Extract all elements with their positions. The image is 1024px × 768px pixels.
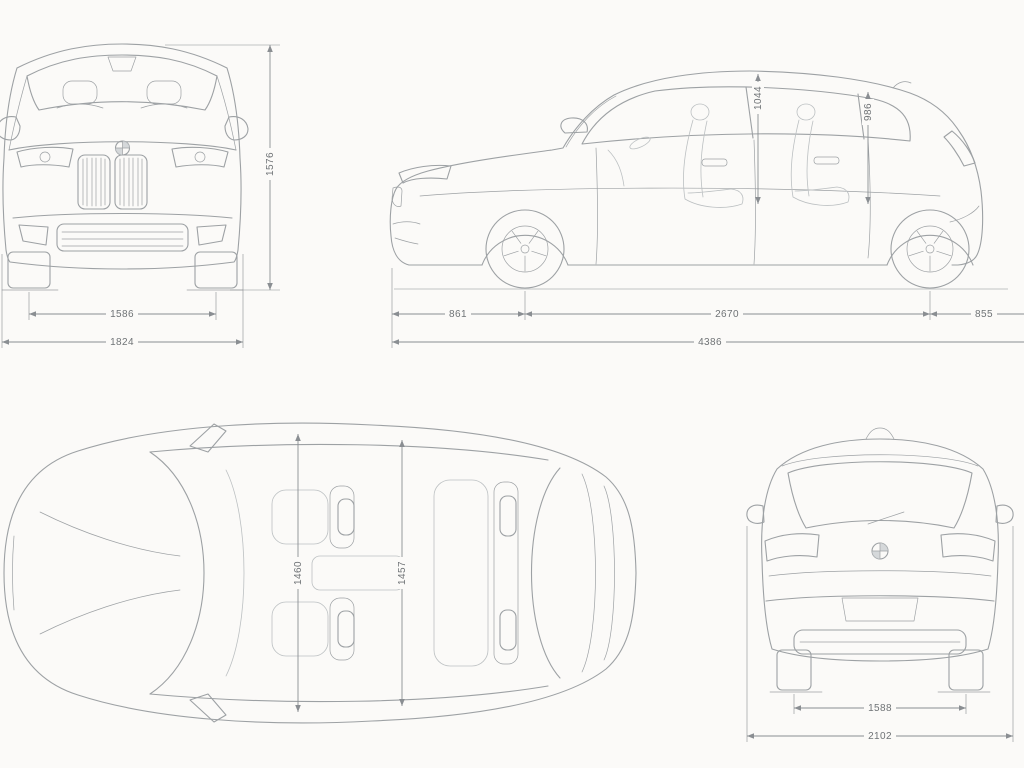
top-view-dimensions: 1460 1457 [292,434,408,712]
front-view-drawing [0,43,249,291]
top-mirror-left [189,423,227,453]
dim-front-interior-width-label: 1460 [292,557,304,589]
kidney-grille-left [77,154,111,210]
c-pillar [857,93,865,140]
corner-intake-right [196,224,227,246]
side-body-outline [389,70,984,266]
greenhouse-edges [149,443,549,703]
windshield-arc [149,451,205,695]
dim-length-label: 4386 [694,336,726,348]
rear-window [787,461,973,529]
front-wheel-right [194,251,238,289]
dim-front-height-label: 1576 [264,148,276,180]
front-wheel-left [7,251,51,289]
rear-window-arc [530,467,561,679]
front-wheel [485,209,565,289]
door-handle-rear [813,156,840,165]
b-pillar [745,86,754,139]
svg-text:2102: 2102 [868,731,892,742]
tailgate-lines [581,473,615,673]
bmw-roundel-icon [114,140,131,156]
lower-bumper [793,629,967,655]
door-handle-front [701,158,728,167]
top-body-outline [3,422,637,724]
grille-slats [82,157,143,207]
svg-text:1576: 1576 [265,152,276,176]
roof-antenna-fin [865,427,895,440]
dim-front-overhang-label: 861 [445,308,471,320]
front-view-dimensions: 1576 1586 1824 [1,44,280,348]
rear-mirror-left [746,504,765,524]
svg-text:861: 861 [449,309,467,320]
svg-text:1044: 1044 [753,86,764,110]
front-body-outline [2,43,242,270]
side-glass [581,86,911,145]
svg-text:986: 986 [863,103,874,121]
wheel-arches [481,234,974,266]
rear-wheel-left [776,649,812,691]
svg-text:855: 855 [975,309,993,320]
dashboard-arc [225,469,245,677]
rear-mirror-right [995,504,1014,524]
dim-rear-interior-width-label: 1457 [396,557,408,589]
rearview-mirror [107,56,137,72]
side-headlight [398,164,452,184]
dim-rear-headroom-label: 986 [862,99,874,125]
svg-text:1586: 1586 [110,309,134,320]
door-lines [595,138,871,265]
side-mirror-right [224,116,249,141]
rear-wheel [890,209,970,289]
plate-recess [841,597,919,622]
svg-text:1588: 1588 [868,703,892,714]
rear-view-dimensions: 1588 2102 [746,526,1014,742]
dim-front-headroom-label: 1044 [752,82,764,114]
front-headrest-right [146,80,182,105]
svg-text:4386: 4386 [698,337,722,348]
rear-wheel-right [948,649,984,691]
side-mirror-left [0,116,21,141]
top-mirror-right [189,693,227,723]
svg-text:2670: 2670 [715,309,739,320]
svg-text:1460: 1460 [293,561,304,585]
headlight-right [171,146,229,168]
svg-text:1457: 1457 [397,561,408,585]
dim-rear-width-label: 2102 [864,730,896,742]
door-mirror [560,117,588,134]
front-headrest-left [62,80,98,105]
rear-body-outline [761,438,999,662]
dim-rear-overhang-label: 855 [971,308,997,320]
bumper-line [12,212,233,219]
rear-view-drawing [746,427,1014,693]
top-view-drawing [3,422,637,724]
taillight-left [764,533,820,562]
tailgate-line [768,570,992,577]
side-view-dimensions: 1044 986 861 2670 855 4386 [391,74,1024,348]
lower-intake [56,223,189,252]
dim-front-width-label: 1824 [106,336,138,348]
dim-rear-track-label: 1588 [864,702,896,714]
bumper-top-line [765,595,995,602]
interior-seats-sketch [607,103,850,208]
side-view-drawing [389,70,1008,290]
top-seats [271,479,519,667]
dim-front-track-label: 1586 [106,308,138,320]
bmw-roundel-icon [871,542,889,560]
headlight-left [16,146,74,168]
svg-text:1824: 1824 [110,337,134,348]
dim-wheelbase-label: 2670 [711,308,743,320]
taillight-right [940,533,996,562]
corner-intake-left [18,224,49,246]
front-windshield [26,54,218,111]
side-taillight [943,130,976,167]
kidney-grille-right [114,154,148,210]
